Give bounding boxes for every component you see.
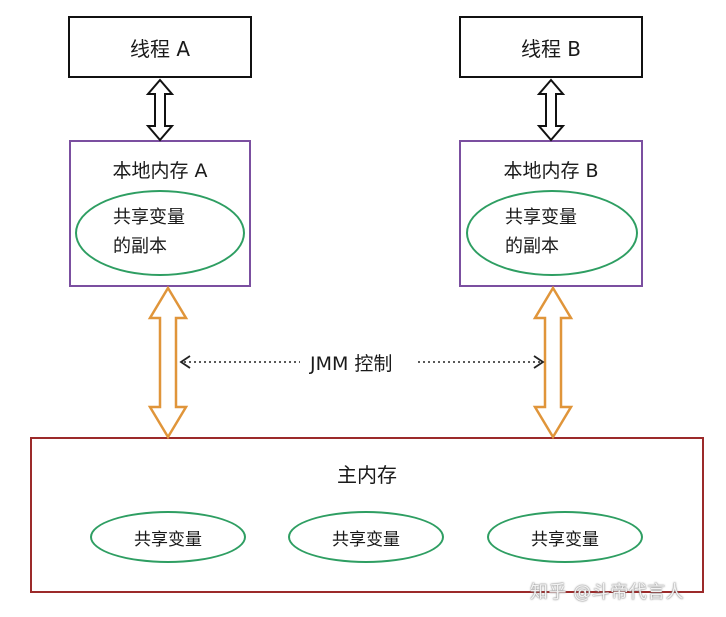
local-a-main-arrow	[147, 285, 189, 440]
shared-variable-ellipse-3: 共享变量	[487, 511, 643, 563]
local-memory-a-box: 本地内存 A 共享变量 的副本	[69, 140, 251, 287]
jmm-arrowhead-right	[533, 355, 545, 369]
local-b-main-arrow	[532, 285, 574, 440]
shared-variable-ellipse-1: 共享变量	[90, 511, 246, 563]
thread-b-box: 线程 B	[459, 16, 643, 78]
local-copy-b-ellipse: 共享变量 的副本	[466, 190, 638, 276]
thread-b-local-arrow	[536, 78, 566, 142]
local-memory-b-box: 本地内存 B 共享变量 的副本	[459, 140, 643, 287]
local-copy-a-ellipse: 共享变量 的副本	[75, 190, 245, 276]
thread-a-box: 线程 A	[68, 16, 252, 78]
local-copy-b-line2: 的副本	[505, 236, 559, 257]
local-memory-a-title: 本地内存 A	[112, 160, 208, 182]
jmm-control-label: JMM 控制	[304, 349, 399, 376]
shared-variable-ellipse-2: 共享变量	[288, 511, 444, 563]
main-memory-title: 主内存	[337, 463, 397, 487]
local-copy-a-line2: 的副本	[113, 236, 167, 257]
thread-a-label: 线程 A	[129, 36, 191, 61]
main-memory-box: 主内存 共享变量 共享变量 共享变量	[30, 437, 704, 593]
shared-variable-label-1: 共享变量	[134, 529, 202, 550]
local-copy-b-line1: 共享变量	[505, 207, 577, 228]
local-copy-a-line1: 共享变量	[113, 207, 185, 228]
local-memory-b-title: 本地内存 B	[503, 160, 599, 182]
shared-variable-label-3: 共享变量	[531, 529, 599, 550]
thread-a-local-arrow	[145, 78, 175, 142]
jmm-arrowhead-left	[179, 355, 191, 369]
thread-b-label: 线程 B	[520, 36, 582, 61]
shared-variable-label-2: 共享变量	[332, 529, 400, 550]
watermark-text: 知乎 @斗帝代言人	[530, 582, 685, 603]
